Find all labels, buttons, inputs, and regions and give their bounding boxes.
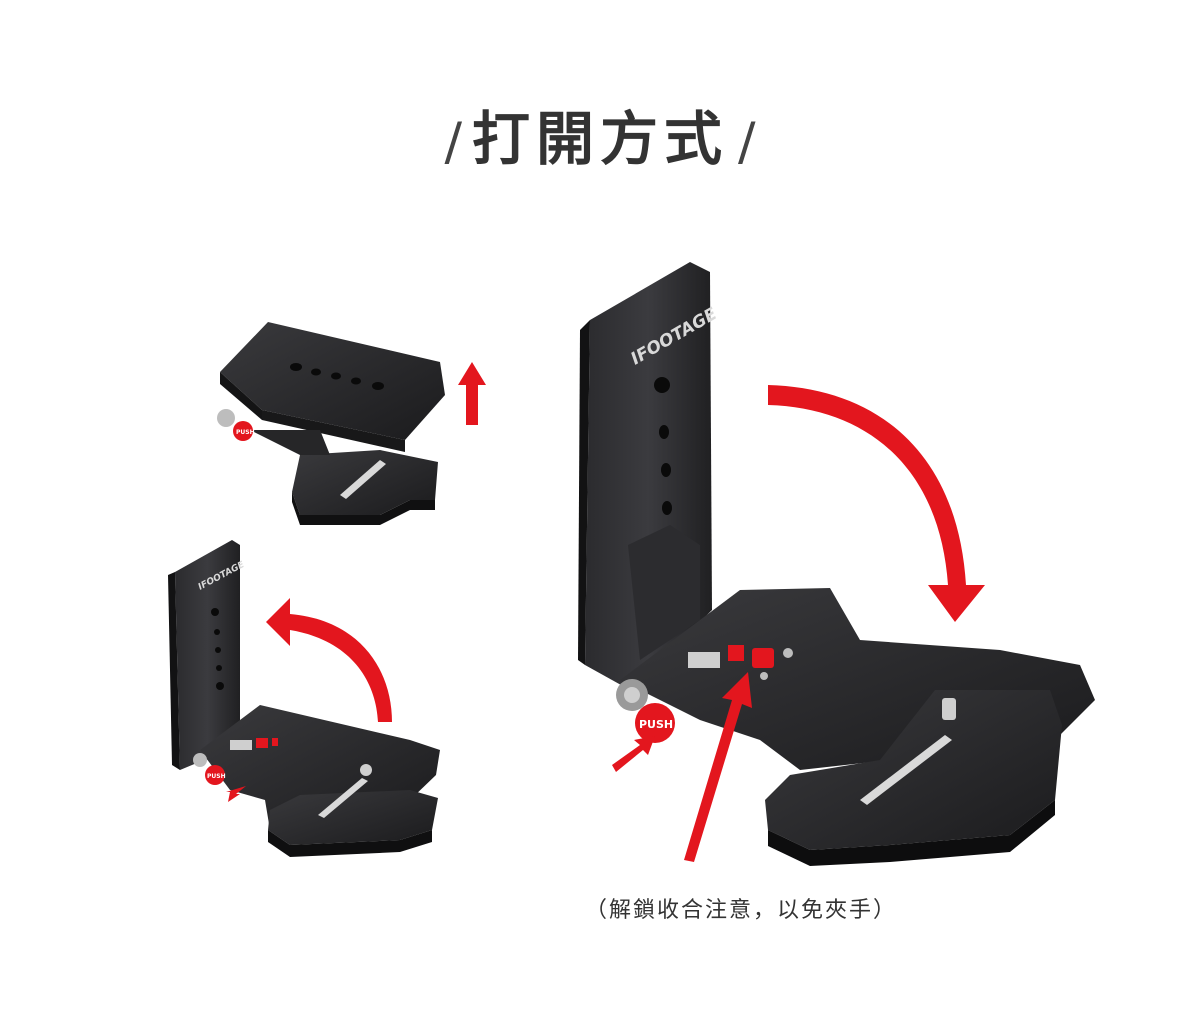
push-button-small [233, 421, 253, 441]
opening-bracket: IFOOTAGE PUSH [168, 540, 440, 857]
curved-arrow-down-icon [768, 385, 985, 622]
title-text: 打開方式 [471, 105, 728, 173]
arrow-in-icon [612, 736, 655, 772]
page-title: /打開方式/ [0, 92, 1200, 176]
push-label-large: PUSH [639, 718, 673, 731]
push-label-small-2: PUSH [207, 773, 226, 780]
open-bracket-large: IFOOTAGE PUSH [578, 262, 1095, 866]
push-label-small-1: PUSH [236, 429, 255, 436]
plate-holes [290, 363, 384, 390]
bracket-holes-small [211, 608, 224, 690]
arrow-up-icon [458, 362, 486, 425]
title-slash-right: / [738, 112, 756, 172]
arrow-out-icon [226, 786, 246, 802]
push-button-small-2 [205, 765, 225, 785]
curved-arrow-left-icon [266, 598, 392, 722]
title-slash-left: / [444, 112, 462, 172]
hinge-knob [217, 409, 235, 427]
arrow-diagonal-icon [684, 672, 752, 862]
folded-plate: PUSH [217, 322, 486, 525]
push-button-large [635, 703, 675, 743]
safety-note: （解鎖收合注意，以免夾手） [585, 898, 898, 923]
